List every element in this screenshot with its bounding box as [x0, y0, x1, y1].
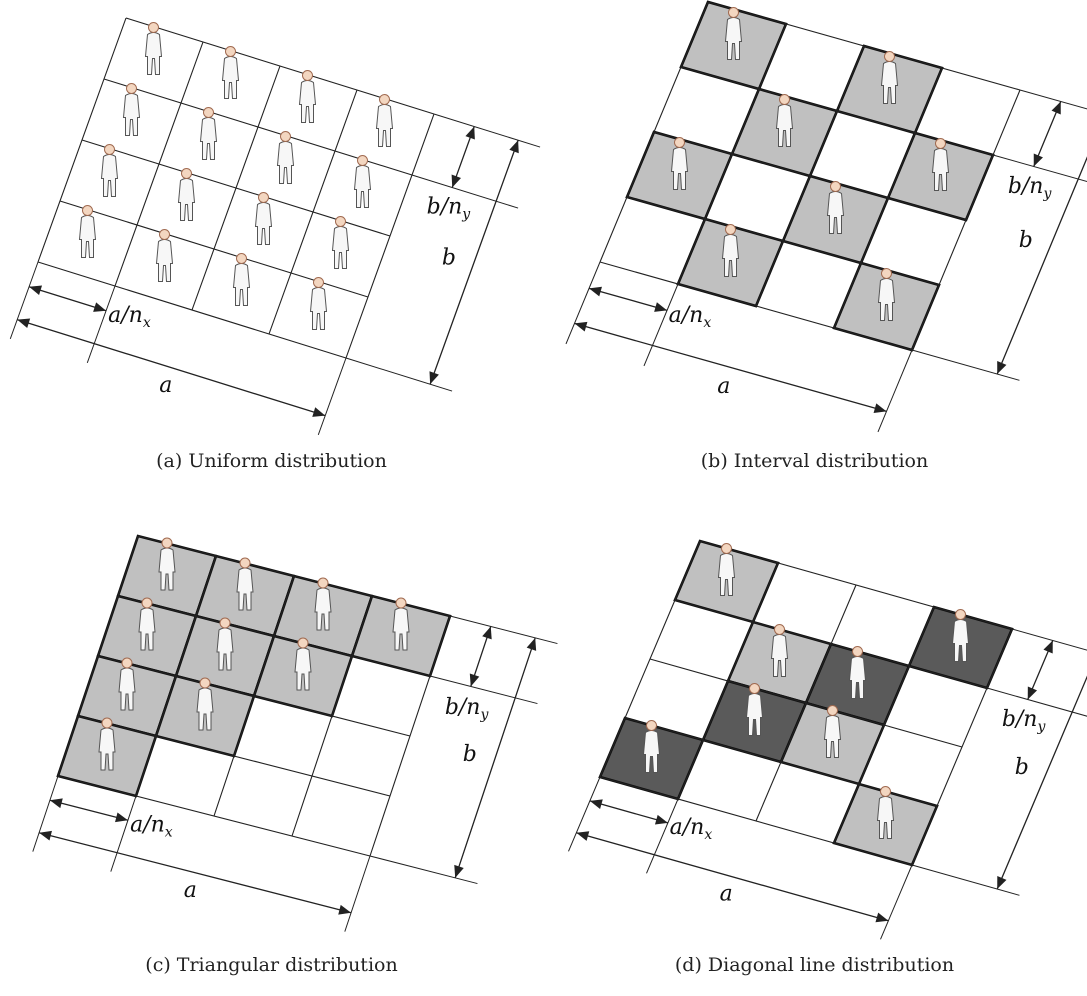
label-a-over-nx: a/nx: [130, 813, 173, 841]
panel-d: a a/nx b b/ny: [568, 539, 1087, 940]
grid: [599, 540, 1013, 866]
label-b-over-ny: b/ny: [445, 695, 490, 723]
label-a: a: [184, 878, 197, 903]
person-icon: [144, 22, 163, 75]
dimension-b-over-ny: [469, 626, 492, 687]
panel-a: a a/nx b b/ny: [9, 17, 541, 436]
person-icon: [98, 717, 116, 771]
person-icon: [78, 205, 97, 258]
person-icon: [823, 705, 842, 758]
person-icon: [670, 137, 689, 190]
person-icon: [876, 786, 895, 839]
person-icon: [770, 624, 789, 677]
person-icon: [642, 720, 661, 773]
people: [98, 537, 410, 771]
label-b: b: [1015, 755, 1029, 780]
person-icon: [314, 577, 332, 631]
people: [670, 7, 950, 321]
label-a-over-nx: a/nx: [108, 303, 151, 331]
person-icon: [724, 7, 743, 60]
dimension-a: [38, 830, 352, 915]
person-icon: [294, 637, 312, 691]
person-icon: [276, 131, 295, 184]
person-icon: [717, 543, 736, 596]
panel-b: a a/nx b b/ny: [565, 0, 1087, 433]
person-icon: [122, 83, 141, 136]
grid: [57, 535, 451, 857]
person-icon: [199, 107, 218, 160]
person-icon: [309, 277, 328, 330]
label-b: b: [1019, 228, 1033, 253]
extension-lines: [9, 113, 541, 436]
people: [642, 543, 970, 839]
person-icon: [155, 229, 174, 282]
label-b: b: [442, 246, 456, 271]
person-icon: [221, 46, 240, 99]
extension-lines: [565, 89, 1087, 433]
dimension-b: [454, 637, 537, 879]
person-icon: [877, 268, 896, 321]
person-icon: [745, 683, 764, 736]
dimension-a: [574, 321, 887, 413]
dimension-b: [996, 675, 1087, 890]
person-icon: [232, 253, 251, 306]
caption-triangular: (c) Triangular distribution: [145, 954, 398, 976]
extension-lines: [32, 615, 558, 932]
person-icon: [118, 657, 136, 711]
label-b-over-ny: b/ny: [1008, 174, 1053, 202]
person-icon: [951, 609, 970, 662]
caption-interval: (b) Interval distribution: [700, 450, 929, 472]
label-b-over-ny: b/ny: [1002, 707, 1047, 735]
person-icon: [236, 557, 254, 611]
dimension-a-over-nx: [49, 798, 129, 823]
extension-lines: [568, 628, 1087, 940]
person-icon: [254, 192, 273, 245]
grid: [37, 17, 435, 359]
dimension-a: [576, 831, 889, 923]
person-icon: [353, 155, 372, 208]
label-a-over-nx: a/nx: [670, 815, 713, 843]
dimension-a-over-nx: [589, 799, 669, 825]
person-icon: [848, 646, 867, 699]
person-icon: [138, 597, 156, 651]
person-icon: [331, 216, 350, 269]
dimension-b: [429, 139, 519, 385]
person-icon: [721, 224, 740, 277]
person-icon: [158, 537, 176, 591]
person-icon: [775, 94, 794, 147]
person-icon: [177, 168, 196, 221]
people: [78, 22, 394, 330]
person-icon: [375, 94, 394, 147]
label-a: a: [717, 374, 730, 399]
person-icon: [931, 138, 950, 191]
person-icon: [298, 70, 317, 123]
dimension-b-over-ny: [451, 126, 475, 188]
person-icon: [826, 181, 845, 234]
dimension-b-over-ny: [1027, 640, 1054, 700]
label-a: a: [720, 882, 733, 907]
label-a: a: [159, 373, 172, 398]
caption-diagonal: (d) Diagonal line distribution: [674, 954, 955, 976]
dimension-b: [996, 156, 1087, 375]
label-b: b: [463, 742, 477, 767]
person-icon: [216, 617, 234, 671]
dimension-a-over-nx: [588, 286, 668, 312]
panel-c: a a/nx b b/ny: [32, 534, 558, 932]
label-b-over-ny: b/ny: [427, 195, 472, 223]
person-icon: [392, 597, 410, 651]
caption-uniform: (a) Uniform distribution: [156, 450, 387, 472]
person-icon: [196, 677, 214, 731]
person-icon: [100, 144, 119, 197]
dimension-a-over-nx: [28, 285, 107, 312]
label-a-over-nx: a/nx: [669, 303, 712, 331]
dimension-b-over-ny: [1033, 101, 1062, 167]
dimension-a: [17, 318, 326, 417]
person-icon: [880, 51, 899, 104]
